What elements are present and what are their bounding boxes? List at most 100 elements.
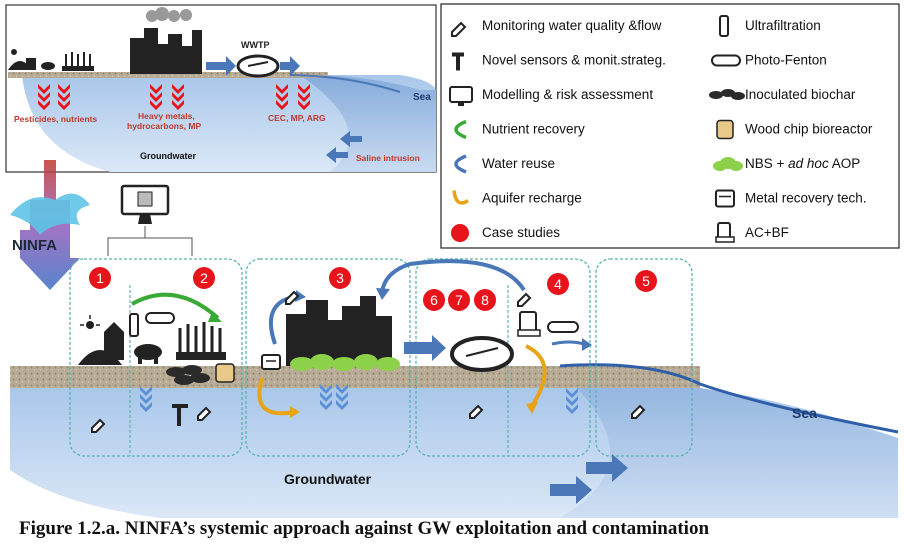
computer-icon xyxy=(449,86,473,106)
case-study-number: 6 xyxy=(430,292,438,308)
legend-left-label: Water reuse xyxy=(482,156,555,171)
dropper-icon xyxy=(517,292,532,307)
case-box-3 xyxy=(245,258,411,457)
biochar-icon xyxy=(166,365,210,385)
case-study-number: 1 xyxy=(96,270,104,286)
case-study-number: 5 xyxy=(642,273,650,289)
ninfa-logo: NINFA xyxy=(10,160,90,290)
wheat-field-icon xyxy=(176,322,226,360)
dropper-icon xyxy=(197,406,212,421)
case-box-4-8 xyxy=(415,258,591,457)
acbf-icon xyxy=(517,311,541,337)
nutrient-recovery-arrow xyxy=(131,292,220,320)
saline-arrow xyxy=(326,147,348,163)
inset-flow-arrow xyxy=(280,56,300,76)
city-icon xyxy=(130,7,202,74)
legend-right-item: NBS + ad hoc AOP xyxy=(713,156,860,171)
figure-caption: Figure 1.2.a. NINFA’s systemic approach … xyxy=(19,518,709,539)
sensor-icon xyxy=(452,52,464,71)
legend-left-item: Aquifer recharge xyxy=(452,190,582,206)
legend-left-label: Monitoring water quality &flow xyxy=(482,18,662,33)
legend-right-item: AC+BF xyxy=(715,222,789,243)
legend-left-item: Monitoring water quality &flow xyxy=(451,18,662,37)
main-sea-label: Sea xyxy=(792,405,817,421)
case-study-number: 2 xyxy=(200,270,208,286)
farm-icon xyxy=(8,49,94,71)
wwtp-label: WWTP xyxy=(241,40,270,50)
case-study-marker-2: 2 xyxy=(193,267,215,289)
flow-arrow xyxy=(404,335,446,361)
gw-flow-arrow xyxy=(550,476,592,504)
legend-right-item: Photo-Fenton xyxy=(711,53,827,68)
inset-sea-label: Sea xyxy=(413,92,431,103)
legend-right-item: Wood chip bioreactor xyxy=(716,119,873,140)
legend-right-label: Wood chip bioreactor xyxy=(745,122,873,137)
gw-flow-arrow xyxy=(586,454,628,482)
metal-recovery-icon xyxy=(715,189,735,208)
case-study-number: 3 xyxy=(336,270,344,286)
nbs-icon xyxy=(713,157,743,171)
case-box-1-2 xyxy=(69,258,243,457)
pollutants-urban-label-2: hydrocarbons, MP xyxy=(127,121,201,131)
legend-left-item: Modelling & risk assessment xyxy=(449,86,653,106)
metal-recovery-icon xyxy=(261,354,281,370)
ultrafiltration-icon xyxy=(129,313,139,337)
yellow-arrow-icon xyxy=(452,190,469,205)
case-study-marker-4: 4 xyxy=(547,273,569,295)
dropper-icon xyxy=(631,404,646,419)
photo-fenton-icon xyxy=(547,321,579,333)
legend-left-label: Modelling & risk assessment xyxy=(482,87,653,102)
farm-icon xyxy=(78,315,162,365)
inset-soil xyxy=(8,72,328,78)
woodchip-icon xyxy=(215,363,235,383)
dropper-icon xyxy=(91,418,106,433)
green-arrow-icon xyxy=(454,119,467,140)
biochar-icon xyxy=(709,89,745,100)
pollutants-agri-label: Pesticides, nutrients xyxy=(14,114,97,124)
city-icon xyxy=(286,296,392,366)
main-sea xyxy=(560,371,898,518)
dropper-icon xyxy=(469,404,484,419)
coast-line xyxy=(559,363,899,434)
case-study-marker-1: 1 xyxy=(89,267,111,289)
legend-left-item: Case studies xyxy=(451,224,560,242)
water-reuse-arrow xyxy=(380,259,526,293)
inset-contamination-chevrons xyxy=(38,84,310,110)
case-study-number: 7 xyxy=(455,292,463,308)
legend-right-label: Ultrafiltration xyxy=(745,18,821,33)
legend-right-label: Inoculated biochar xyxy=(745,87,856,102)
legend-right-label: Photo-Fenton xyxy=(745,53,827,68)
dropper-icon xyxy=(285,290,300,305)
aquifer-recharge-arrow xyxy=(525,344,547,408)
case-study-marker-6: 6 xyxy=(423,289,445,311)
saline-arrow xyxy=(340,131,362,147)
acbf-icon xyxy=(715,222,735,243)
legend-right-item: Metal recovery tech. xyxy=(715,189,867,208)
pollutants-wwtp-label: CEC, MP, ARG xyxy=(268,113,326,123)
red-dot-icon xyxy=(451,224,469,242)
case-study-marker-8: 8 xyxy=(474,289,496,311)
water-reuse-arrow xyxy=(551,340,585,346)
inset-panel: WWTP Sea Pesticides, nutrients Heavy met… xyxy=(5,4,437,173)
case-study-number: 4 xyxy=(554,276,562,292)
legend-left-item: Nutrient recovery xyxy=(454,119,585,140)
inset-flow-arrow xyxy=(206,56,236,76)
legend-right-item: Inoculated biochar xyxy=(709,87,856,102)
nbs-icon xyxy=(290,354,400,371)
sensor-icon xyxy=(172,404,188,426)
case-box-5 xyxy=(595,258,693,457)
legend-right-item: Ultrafiltration xyxy=(719,15,821,37)
ultrafiltration-icon xyxy=(719,15,729,37)
inset-groundwater-label: Groundwater xyxy=(140,151,197,161)
ninfa-logo-text: NINFA xyxy=(12,237,57,254)
legend-left-label: Aquifer recharge xyxy=(482,191,582,206)
legend-right-label: AC+BF xyxy=(745,225,789,240)
legend-left-label: Case studies xyxy=(482,225,560,240)
case-study-marker-7: 7 xyxy=(448,289,470,311)
legend-left-label: Novel sensors & monit.strateg. xyxy=(482,53,666,68)
infiltration-chevrons xyxy=(140,384,578,414)
pollutants-urban-label-1: Heavy metals, xyxy=(138,111,195,121)
